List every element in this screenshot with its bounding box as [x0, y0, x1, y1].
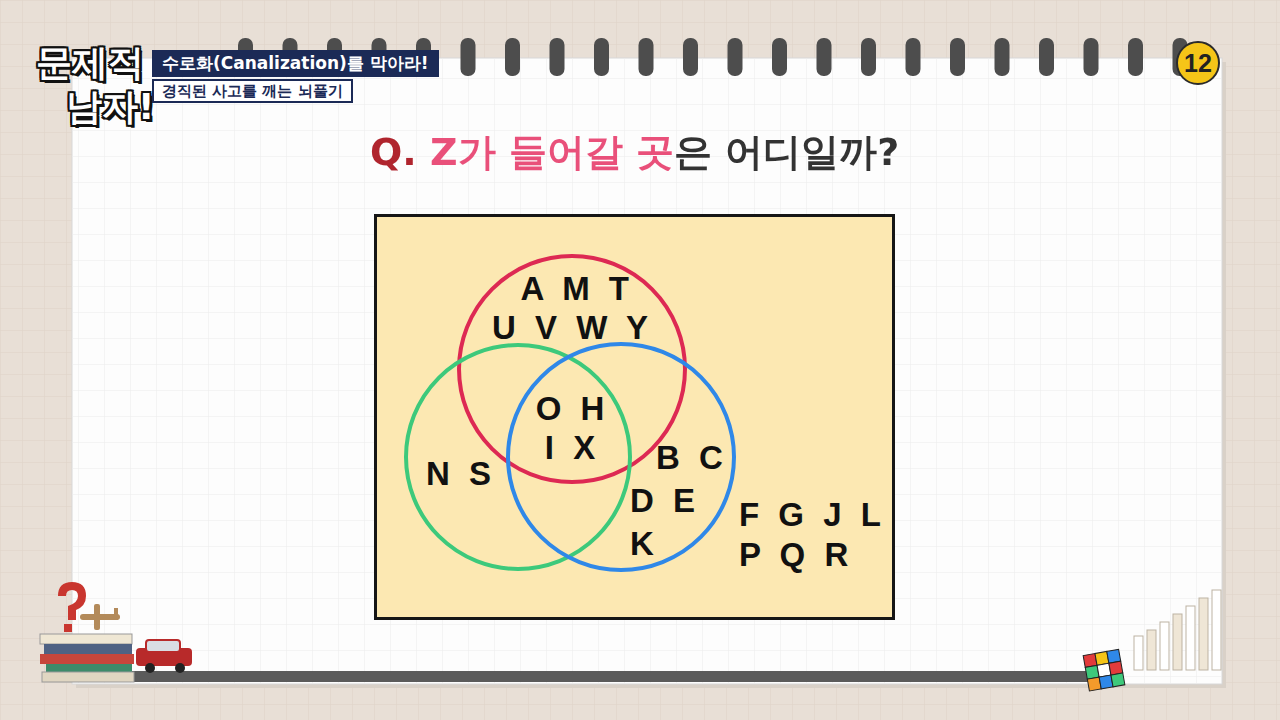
- spiral-rings: [861, 38, 876, 76]
- spiral-rings: [772, 38, 787, 76]
- spiral-rings: [906, 38, 921, 76]
- set-letters: A M T U V W Y: [491, 269, 649, 347]
- toy-car: [136, 640, 192, 673]
- rating-badge: [1177, 42, 1219, 84]
- universe-box: A M T U V W Y N S B C D E KF G J L P Q R: [374, 214, 895, 620]
- dominoes: [1212, 590, 1221, 670]
- toy-car: [145, 663, 155, 673]
- notebook-card: [72, 58, 1226, 688]
- spiral-rings: [461, 38, 476, 76]
- spiral-rings: [950, 38, 965, 76]
- spiral-rings: [1039, 38, 1054, 76]
- age-rating: 12: [1184, 49, 1212, 77]
- dominoes: [1199, 598, 1208, 670]
- toy-plane: [114, 608, 118, 620]
- book-stack: [42, 672, 134, 682]
- question-title: Q. Z가 들어갈 곳은 어디일까?: [370, 128, 899, 176]
- dominoes: [1147, 630, 1156, 670]
- dominoes: [1186, 606, 1195, 670]
- spiral-rings: [594, 38, 609, 76]
- spiral-rings: [550, 38, 565, 76]
- toy-plane: [94, 604, 100, 630]
- toy-car: [146, 640, 180, 652]
- spiral-rings: [817, 38, 832, 76]
- dominoes: [1134, 636, 1143, 670]
- spiral-rings: [1128, 38, 1143, 76]
- rubiks-cube: [1083, 649, 1125, 691]
- rating-badge: [1177, 42, 1219, 84]
- notebook-card: [72, 58, 1222, 684]
- spiral-rings: [728, 38, 743, 76]
- toy-car: [175, 663, 185, 673]
- spiral-rings: [683, 38, 698, 76]
- book-stack: [44, 644, 132, 654]
- set-circle: N S: [402, 341, 634, 573]
- set-letters: B C D E K: [630, 436, 725, 565]
- dominoes: [1134, 590, 1221, 670]
- book-stack: [46, 664, 132, 672]
- intersection-letters: O H I X: [535, 389, 606, 467]
- circle-outline: [406, 345, 630, 569]
- toy-plane: [80, 604, 120, 630]
- dominoes: [1173, 614, 1182, 670]
- spiral-rings: [1084, 38, 1099, 76]
- set-letters: N S: [426, 454, 494, 493]
- dominoes: [1160, 622, 1169, 670]
- book-stack: [40, 654, 134, 664]
- book-stack: [40, 582, 134, 682]
- spiral-rings: [995, 38, 1010, 76]
- spiral-rings: [639, 38, 654, 76]
- bottom-shelf: [60, 671, 1120, 682]
- notebook-card: [72, 58, 1222, 684]
- circle-outline: [459, 256, 685, 482]
- bottom-shelf: [60, 671, 1120, 682]
- rubiks-cube: [1111, 673, 1125, 687]
- episode-banner: 수로화(Canalization)를 막아라!: [152, 50, 439, 77]
- spiral-rings: [505, 38, 520, 76]
- show-logo: 남자!: [66, 86, 154, 128]
- book-stack: [64, 624, 72, 632]
- set-circle: B C D E K: [504, 340, 738, 574]
- show-logo: 문제적: [36, 42, 144, 84]
- set-letters: F G J L P Q R: [739, 495, 883, 575]
- book-stack: [40, 634, 132, 644]
- circle-outline: [508, 344, 734, 570]
- episode-subtitle: 경직된 사고를 깨는 뇌풀기: [152, 79, 353, 103]
